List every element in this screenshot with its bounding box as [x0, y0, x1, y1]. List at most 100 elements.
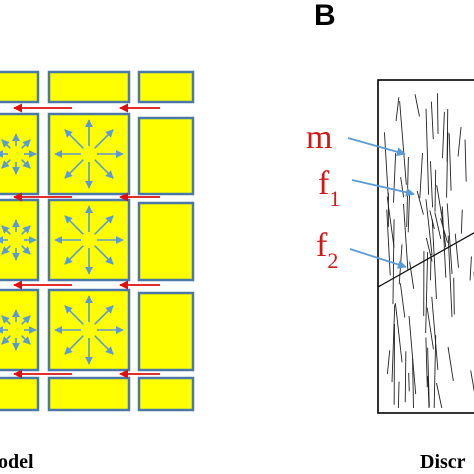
fracture-f1-line	[431, 219, 437, 299]
fracture-f1-line	[399, 283, 406, 318]
fracture-f2-line	[377, 232, 474, 288]
fracture-f1-line	[454, 233, 459, 268]
fracture-f1-line	[397, 381, 400, 409]
fracture-f1-line	[431, 296, 439, 370]
label-f2-base: f	[316, 227, 328, 264]
matrix-flow-arrow	[64, 129, 84, 149]
fracture-f1-line	[393, 153, 397, 203]
fracture-f1-line	[430, 101, 434, 140]
fracture-f1-line	[430, 254, 432, 281]
fracture-f1-line	[433, 335, 437, 409]
label-f1-sub: 1	[329, 186, 340, 211]
fracture-f1-line	[392, 219, 395, 305]
matrix-flow-arrow	[64, 159, 84, 179]
fracture-f1-line	[391, 304, 396, 383]
matrix-block	[137, 291, 195, 372]
fracture-f1-line	[403, 204, 409, 271]
matrix-flow-arrow	[64, 245, 84, 265]
fracture-f1-line	[407, 191, 411, 233]
fracture-f1-line	[404, 351, 407, 403]
fracture-f1-line	[408, 315, 417, 395]
matrix-block	[137, 201, 195, 282]
fracture-f1-line	[430, 161, 434, 208]
matrix-flow-arrow	[1, 225, 11, 235]
matrix-flow-arrow	[1, 139, 11, 149]
fracture-f1-line	[441, 206, 447, 278]
matrix-flow-arrow	[21, 225, 31, 235]
matrix-flow-arrow	[1, 335, 11, 345]
dual-porosity-model-panel	[0, 70, 195, 412]
matrix-flow-arrow	[64, 305, 84, 325]
matrix-block	[0, 70, 40, 104]
fracture-f1-line	[436, 185, 442, 214]
fracture-f1-line	[440, 218, 448, 243]
fracture-f1-line	[419, 152, 423, 199]
fracture-f1-line	[427, 376, 430, 409]
caption-left: odel	[0, 451, 34, 473]
matrix-flow-arrow	[94, 335, 114, 355]
fracture-f1-line	[395, 97, 400, 121]
matrix-flow-arrow	[64, 335, 84, 355]
fracture-f1-line	[408, 372, 410, 392]
fracture-f1-line	[425, 337, 428, 388]
fracture-f1-line	[386, 196, 395, 248]
fracture-f1-line	[448, 133, 452, 191]
fracture-f1-line	[434, 169, 437, 212]
caption-right: Discr	[420, 451, 466, 473]
matrix-block	[137, 116, 195, 196]
fracture-f1-line	[457, 126, 462, 157]
label-matrix-arrow	[347, 137, 406, 157]
label-f1: f1	[318, 165, 340, 211]
matrix-flow-arrow	[1, 159, 11, 169]
fracture-f1-line	[425, 251, 429, 334]
fracture-f1-line	[447, 235, 453, 318]
matrix-block	[137, 70, 195, 104]
fracture-f1-line	[414, 94, 420, 117]
fracture-f1-line	[425, 199, 433, 256]
fracture-f1-line	[434, 212, 442, 239]
matrix-block	[47, 70, 131, 104]
fracture-f1-line	[437, 93, 439, 134]
matrix-flow-arrow	[64, 215, 84, 235]
fracture-f1-line	[426, 307, 434, 350]
matrix-flow-arrow	[94, 245, 114, 265]
fracture-f1-line	[425, 108, 430, 195]
label-f1-arrow	[351, 179, 415, 197]
label-matrix: m	[306, 119, 332, 156]
fracture-f1-line	[409, 261, 415, 289]
panel-b-letter: B	[314, 0, 336, 32]
matrix-flow-arrow	[1, 315, 11, 325]
matrix-flow-arrows	[0, 119, 124, 365]
matrix-blocks	[0, 70, 195, 412]
matrix-flow-arrow	[94, 215, 114, 235]
fracture-f1-line	[446, 203, 453, 274]
label-f1-base: f	[318, 165, 330, 202]
fracture-f1-line	[400, 177, 405, 198]
fracture-flow-arrows	[13, 103, 160, 379]
label-f2-sub: 2	[327, 248, 338, 273]
label-f2: f2	[316, 227, 338, 273]
matrix-flow-arrow	[21, 139, 31, 149]
matrix-block	[137, 376, 195, 412]
discrete-fracture-panel	[377, 79, 474, 414]
matrix-block	[0, 376, 40, 412]
matrix-flow-arrow	[21, 335, 31, 345]
matrix-block	[47, 376, 131, 412]
matrix-flow-arrow	[94, 129, 114, 149]
fracture-f1-line	[386, 350, 391, 375]
matrix-flow-arrow	[94, 305, 114, 325]
fracture-f1-line	[412, 358, 414, 409]
fracture-f1-line	[394, 303, 403, 363]
fracture-f1-line	[446, 132, 449, 198]
label-f2-arrow	[349, 248, 407, 269]
matrix-flow-arrow	[21, 245, 31, 255]
matrix-flow-arrow	[94, 159, 114, 179]
fracture-f1-line	[399, 100, 407, 185]
fracture-f1-line	[469, 256, 472, 281]
matrix-flow-arrow	[21, 159, 31, 169]
fracture-f1-line	[416, 190, 424, 215]
fracture-f1-line	[460, 209, 463, 234]
fracture-f1-line	[447, 346, 454, 382]
fracture-f1-line	[453, 277, 455, 315]
